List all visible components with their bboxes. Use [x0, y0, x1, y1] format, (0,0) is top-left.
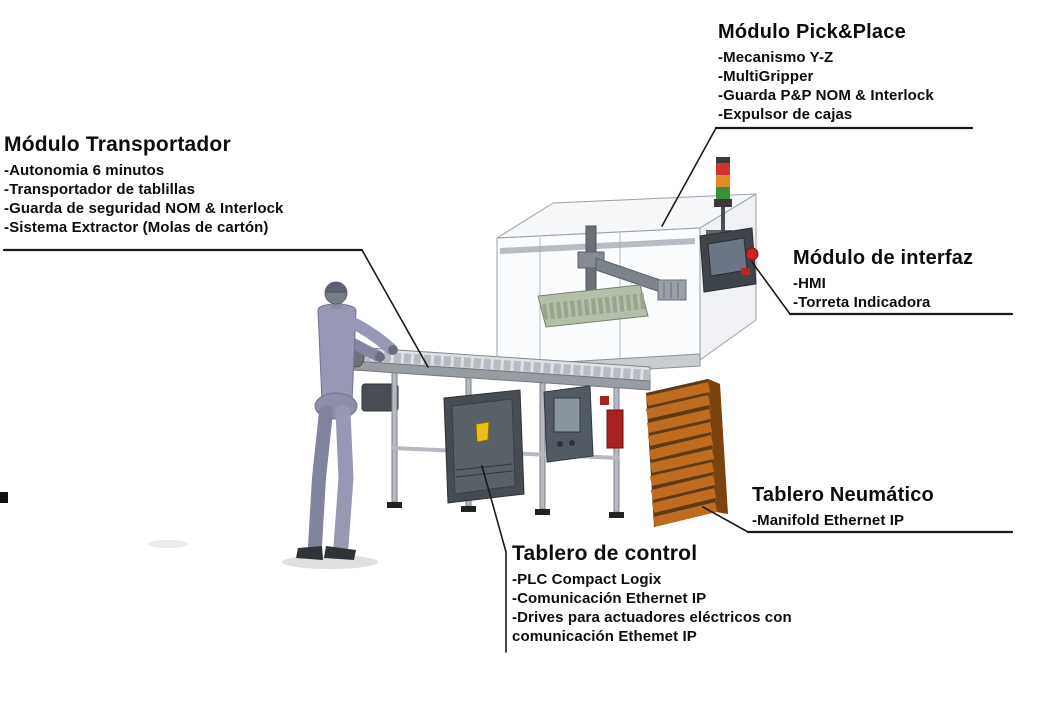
- callout-neumatico: Tablero Neumático -Manifold Ethernet IP: [752, 483, 934, 530]
- callout-transportador-item: -Guarda de seguridad NOM & Interlock: [4, 200, 284, 217]
- callout-lines: [2, 126, 1014, 653]
- callout-control-title: Tablero de control: [512, 542, 698, 565]
- pick-place-mechanism: [500, 225, 695, 313]
- callout-interfaz-title: Módulo de interfaz: [793, 247, 974, 269]
- hmi-panel: [699, 227, 759, 293]
- callout-control-item: -PLC Compact Logix: [512, 571, 662, 588]
- product-tray: [537, 284, 649, 328]
- callout-pick-place-item: -MultiGripper: [718, 68, 814, 85]
- red-valve-unit: [600, 396, 624, 449]
- callout-transportador-item: -Autonomia 6 minutos: [4, 162, 165, 179]
- callout-pick-place-item: -Expulsor de cajas: [718, 106, 853, 123]
- callout-control-item: -Comunicación Ethernet IP: [512, 590, 707, 607]
- callout-transportador-item: -Sistema Extractor (Molas de cartón): [4, 219, 269, 236]
- pneumatic-crate: [645, 379, 728, 527]
- callout-interfaz: Módulo de interfaz -HMI -Torreta Indicad…: [793, 246, 973, 312]
- callout-neumatico-item: -Manifold Ethernet IP: [752, 512, 905, 529]
- callout-neumatico-title: Tablero Neumático: [752, 484, 934, 506]
- floor-smudge: [148, 540, 188, 548]
- callout-pick-place: Módulo Pick&Place -Mecanismo Y-Z -MultiG…: [718, 20, 934, 124]
- callout-control: Tablero de control -PLC Compact Logix -C…: [512, 542, 792, 646]
- callout-control-item: -Drives para actuadores eléctricos con: [512, 609, 792, 626]
- callout-transportador-title: Módulo Transportador: [4, 133, 231, 156]
- stray-mark: [0, 492, 8, 503]
- drive-box: [543, 385, 594, 463]
- callout-pick-place-title: Módulo Pick&Place: [718, 21, 906, 43]
- operator-figure: [282, 281, 398, 569]
- callout-interfaz-item: -HMI: [793, 275, 826, 292]
- callout-transportador-item: -Transportador de tablillas: [4, 181, 196, 198]
- callout-transportador: Módulo Transportador -Autonomia 6 minuto…: [4, 133, 283, 237]
- control-cabinet: [443, 389, 525, 504]
- callout-pick-place-item: -Guarda P&P NOM & Interlock: [718, 87, 934, 104]
- callout-control-item: comunicación Ethemet IP: [512, 628, 697, 645]
- callout-pick-place-item: -Mecanismo Y-Z: [718, 49, 834, 66]
- callout-interfaz-item: -Torreta Indicadora: [793, 294, 931, 311]
